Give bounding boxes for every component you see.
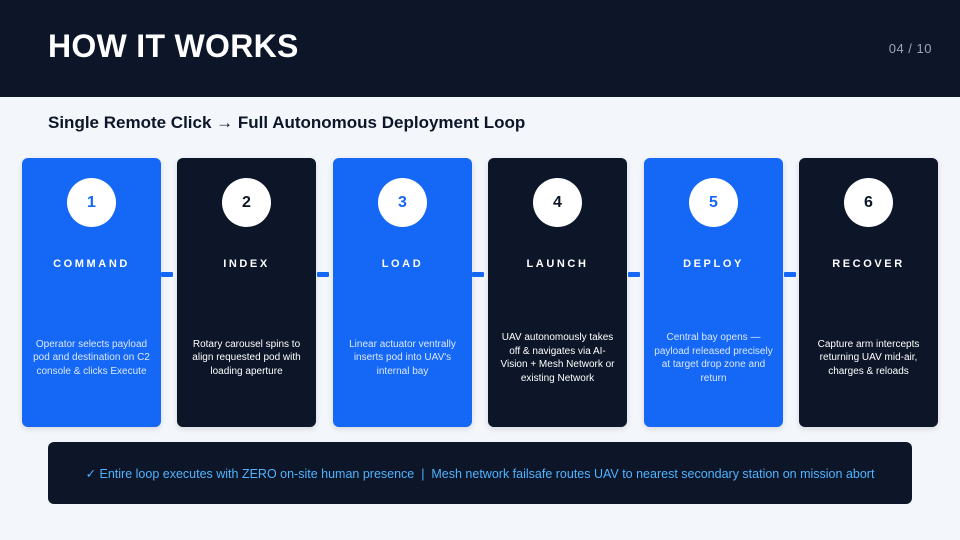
step-description: Central bay opens — payload released pre… — [654, 332, 773, 384]
step-card-index: 2 INDEX Rotary carousel spins to align r… — [177, 158, 316, 427]
step-number-badge: 5 — [689, 178, 738, 227]
step-connector — [784, 272, 796, 277]
step-number-badge: 1 — [67, 178, 116, 227]
step-title: LAUNCH — [526, 258, 589, 270]
step-description: Rotary carousel spins to align requested… — [192, 338, 301, 377]
step-connector — [317, 272, 329, 277]
footer-note-bar: ✓ Entire loop executes with ZERO on-site… — [48, 442, 912, 504]
step-number-badge: 3 — [378, 178, 427, 227]
header-bar: HOW IT WORKS 04 / 10 — [0, 0, 960, 97]
step-card-recover: 6 RECOVER Capture arm intercepts returni… — [799, 158, 938, 427]
page-title: HOW IT WORKS — [48, 28, 299, 64]
step-title: COMMAND — [53, 258, 130, 270]
step-description: Linear actuator ventrally inserts pod in… — [349, 338, 456, 377]
section-subtitle: Single Remote Click → Full Autonomous De… — [48, 113, 526, 132]
step-connector — [472, 272, 484, 277]
step-connector — [628, 272, 640, 277]
step-title: RECOVER — [832, 258, 905, 270]
step-title: LOAD — [381, 258, 424, 270]
step-number-badge: 2 — [222, 178, 271, 227]
step-description: Operator selects payload pod and destina… — [33, 338, 150, 377]
step-card-deploy: 5 DEPLOY Central bay opens — payload rel… — [644, 158, 783, 427]
step-title: DEPLOY — [683, 258, 744, 270]
step-number-badge: 4 — [533, 178, 582, 227]
step-title: INDEX — [223, 258, 270, 270]
step-connector — [161, 272, 173, 277]
step-card-command: 1 COMMAND Operator selects payload pod a… — [22, 158, 161, 427]
step-description: UAV autonomously takes off & navigates v… — [500, 332, 615, 384]
footer-note: ✓ Entire loop executes with ZERO on-site… — [85, 466, 875, 481]
step-description: Capture arm intercepts returning UAV mid… — [817, 338, 920, 377]
step-card-load: 3 LOAD Linear actuator ventrally inserts… — [333, 158, 472, 427]
step-card-launch: 4 LAUNCH UAV autonomously takes off & na… — [488, 158, 627, 427]
step-number-badge: 6 — [844, 178, 893, 227]
page-number: 04 / 10 — [888, 41, 932, 56]
